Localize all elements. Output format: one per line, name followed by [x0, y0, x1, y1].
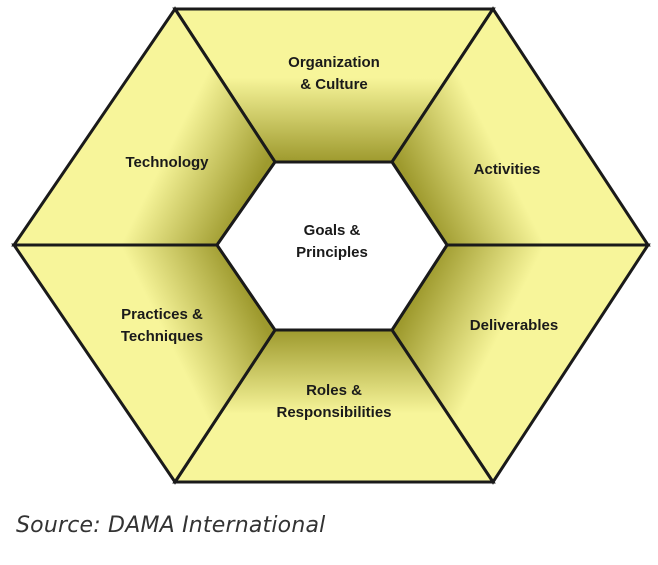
segment-label-bottom: Roles &: [306, 382, 362, 399]
segment-label-top: Organization: [288, 54, 380, 71]
segment-label-lower-left: Practices &: [121, 306, 203, 323]
segment-label-upper-right: Activities: [474, 161, 541, 178]
center-label: Goals &: [304, 222, 361, 239]
dama-hexagon-diagram: Organization & CultureActivitiesDeliverab…: [11, 6, 651, 485]
segment-label-top: & Culture: [300, 76, 368, 93]
segment-label-bottom: Responsibilities: [276, 404, 391, 421]
segment-label-lower-right: Deliverables: [470, 317, 558, 334]
center-label: Principles: [296, 244, 368, 261]
center-hexagon: [215, 160, 449, 332]
segment-label-lower-left: Techniques: [121, 328, 203, 345]
segment-label-upper-left: Technology: [125, 154, 209, 171]
source-caption: Source: DAMA International: [16, 513, 326, 538]
